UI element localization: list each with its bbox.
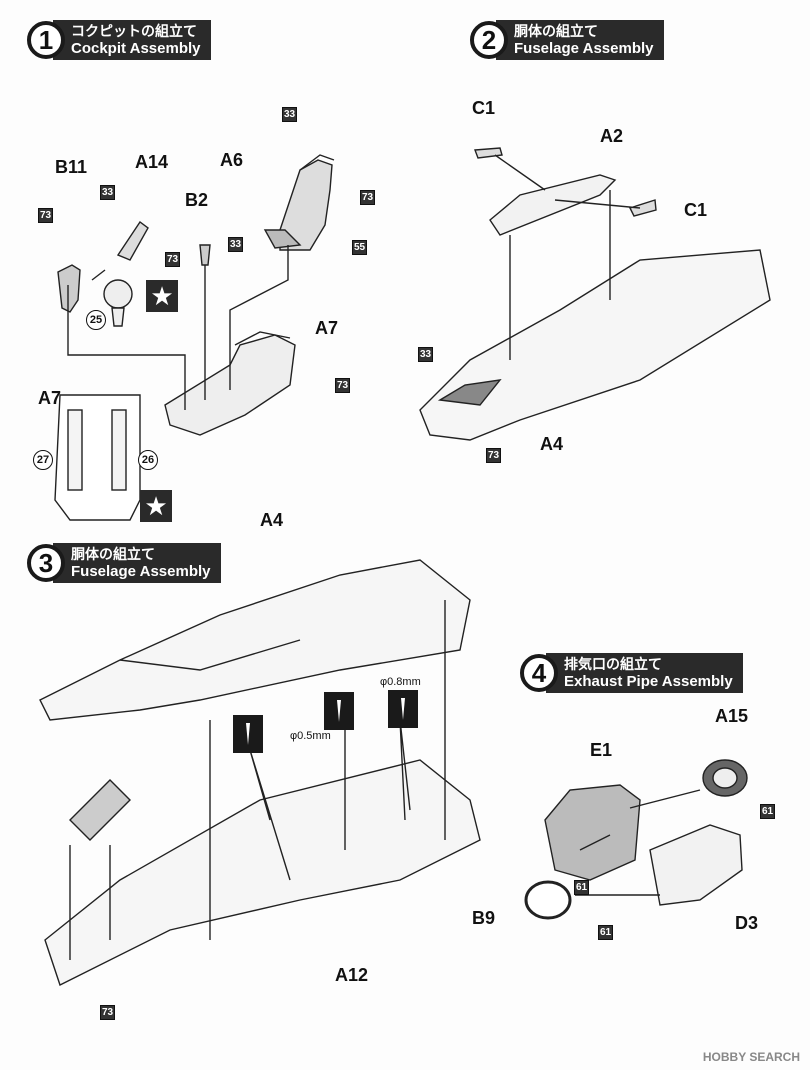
paint-number: 73 <box>100 1005 115 1020</box>
paint-number: 61 <box>760 804 775 819</box>
part-label-e1: E1 <box>590 740 613 760</box>
paint-number: 33 <box>100 185 115 200</box>
part-label-a7-side: A7 <box>38 388 62 408</box>
decal-number: 25 <box>86 310 106 330</box>
part-label-c1-left: C1 <box>472 98 496 118</box>
part-label-a4-step3: A4 <box>260 510 284 530</box>
star-icon: ★ <box>146 280 178 312</box>
step-3-title-jp: 胴体の組立て <box>71 546 155 562</box>
part-label-a2: A2 <box>600 126 624 146</box>
part-label-a6: A6 <box>220 150 244 170</box>
decal-number: 27 <box>33 450 53 470</box>
paint-number: 61 <box>574 880 589 895</box>
paint-number: 61 <box>598 925 613 940</box>
drill-hole-icon <box>388 690 418 728</box>
part-label-a4-step2: A4 <box>540 434 564 454</box>
step-4-title: 排気口の組立て Exhaust Pipe Assembly <box>546 653 743 693</box>
drill-hole-icon <box>233 715 263 753</box>
step-3-title: 胴体の組立て Fuselage Assembly <box>53 543 221 583</box>
part-label-a12: A12 <box>335 965 369 985</box>
dimension-label: φ0.5mm <box>290 730 331 742</box>
step-4-number: 4 <box>520 654 558 692</box>
decal-number: 26 <box>138 450 158 470</box>
paint-number: 73 <box>360 190 375 205</box>
step-3-title-en: Fuselage Assembly <box>71 563 211 580</box>
paint-number: 33 <box>418 347 433 362</box>
dimension-label: φ0.8mm <box>380 676 421 688</box>
part-label-a15: A15 <box>715 706 749 726</box>
step-1-title-jp: コクピットの組立て <box>71 23 197 39</box>
part-label-c1-right: C1 <box>684 200 708 220</box>
paint-number: 33 <box>228 237 243 252</box>
step-1-number: 1 <box>27 21 65 59</box>
step-1-header: 1 コクピットの組立て Cockpit Assembly <box>27 20 211 60</box>
step-2-header: 2 胴体の組立て Fuselage Assembly <box>470 20 664 60</box>
watermark: HOBBY SEARCH <box>702 1050 800 1064</box>
part-label-b2: B2 <box>185 190 209 210</box>
step-2-title-en: Fuselage Assembly <box>514 40 654 57</box>
part-label-a7-top: A7 <box>315 318 339 338</box>
paint-number: 73 <box>335 378 350 393</box>
paint-number: 33 <box>282 107 297 122</box>
paint-number: 73 <box>38 208 53 223</box>
step-2-title-jp: 胴体の組立て <box>514 23 598 39</box>
part-label-b9: B9 <box>472 908 496 928</box>
paint-number: 55 <box>352 240 367 255</box>
step-4-title-en: Exhaust Pipe Assembly <box>564 673 733 690</box>
part-label-b11: B11 <box>55 157 88 177</box>
step-1-title-en: Cockpit Assembly <box>71 40 201 57</box>
step-1-title: コクピットの組立て Cockpit Assembly <box>53 20 211 60</box>
part-label-d3: D3 <box>735 913 759 933</box>
step-2-title: 胴体の組立て Fuselage Assembly <box>496 20 664 60</box>
paint-number: 73 <box>165 252 180 267</box>
paint-number: 73 <box>486 448 501 463</box>
drill-hole-icon <box>324 692 354 730</box>
part-label-a14: A14 <box>135 152 169 172</box>
step-2-number: 2 <box>470 21 508 59</box>
star-icon: ★ <box>140 490 172 522</box>
step-3-number: 3 <box>27 544 65 582</box>
step-4-header: 4 排気口の組立て Exhaust Pipe Assembly <box>520 653 743 693</box>
step-3-header: 3 胴体の組立て Fuselage Assembly <box>27 543 221 583</box>
step-4-title-jp: 排気口の組立て <box>564 656 662 672</box>
